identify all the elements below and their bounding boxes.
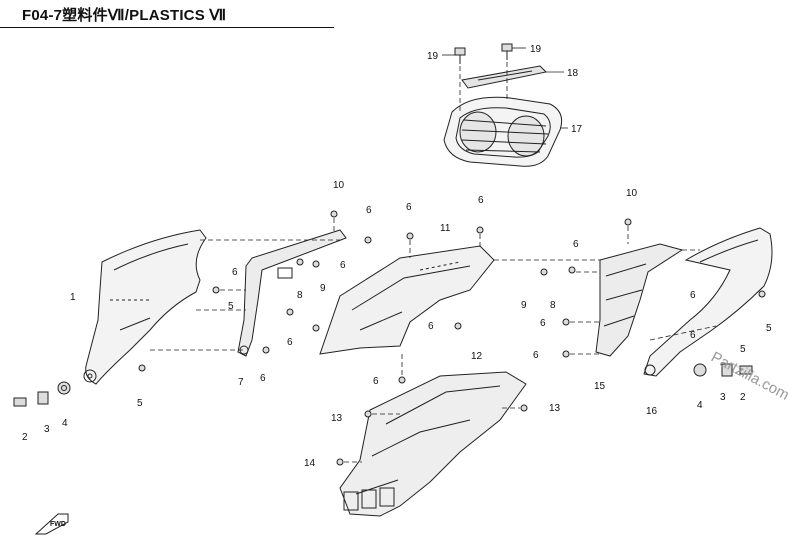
callout-6: 6 [232,267,238,278]
callout-9: 9 [320,283,326,294]
callout-7: 7 [238,377,244,388]
callout-19-left: 19 [427,51,439,62]
callout-10-left: 10 [333,180,345,191]
callout-5: 5 [740,344,746,355]
callout-6: 6 [406,202,412,213]
callout-6: 6 [478,195,484,206]
callout-11: 11 [440,223,451,234]
callout-18: 18 [567,68,579,79]
callout-4: 4 [697,400,703,411]
callout-5: 5 [228,301,234,312]
callout-2: 2 [22,432,28,443]
callout-6: 6 [533,350,539,361]
callout-1: 1 [70,292,76,303]
callout-6: 6 [366,205,372,216]
callout-10-right: 10 [626,188,638,199]
callout-lines [442,47,568,129]
callout-9: 9 [521,300,527,311]
callout-19-right: 19 [530,44,542,55]
callout-5: 5 [766,323,772,334]
callout-8: 8 [550,300,556,311]
callout-6: 6 [260,373,266,384]
part-15-right-bracket [595,243,684,357]
callout-6: 6 [287,337,293,348]
part-18-strip [461,65,548,89]
callout-6: 6 [540,318,546,329]
callout-8: 8 [297,290,303,301]
title-underline [0,27,334,28]
callout-3: 3 [44,424,50,435]
callout-6: 6 [690,290,696,301]
part-11-center-panel [319,245,495,355]
callout-3: 3 [720,392,726,403]
fasteners [13,210,766,466]
callout-6: 6 [573,239,579,250]
callouts: 19 19 18 17 10 10 6 6 6 6 6 6 6 6 6 6 6 … [22,44,772,469]
callout-17: 17 [571,124,583,135]
callout-5: 5 [137,398,143,409]
leader-lines [150,54,717,463]
callout-16: 16 [646,406,658,417]
callout-12: 12 [471,351,483,362]
part-16-right-side-panel [643,227,773,377]
diagram-title: F04-7塑料件Ⅶ/PLASTICS Ⅶ [22,7,227,24]
callout-6: 6 [690,330,696,341]
part-19-clips [454,43,513,64]
callout-6: 6 [428,321,434,332]
callout-13: 13 [549,403,561,414]
callout-4: 4 [62,418,68,429]
callout-2: 2 [740,392,746,403]
callout-14: 14 [304,458,316,469]
part-12-lower-panel [339,371,527,517]
part-17-cover-frame [443,96,563,167]
fwd-arrow-icon: FWD [34,513,69,535]
callout-15: 15 [594,381,606,392]
callout-6: 6 [373,376,379,387]
callout-6: 6 [340,260,346,271]
part-1-left-side-panel [83,229,207,385]
callout-13: 13 [331,413,343,424]
fwd-label: FWD [50,521,66,528]
